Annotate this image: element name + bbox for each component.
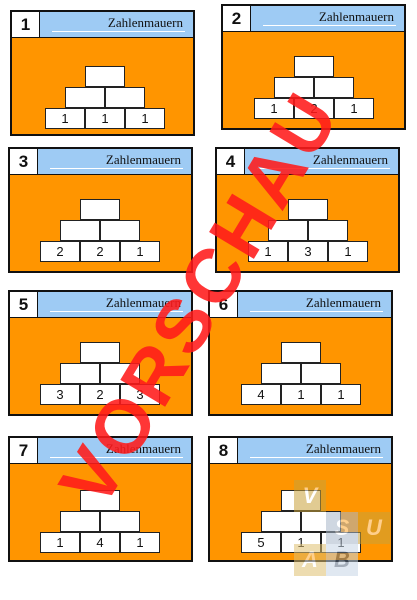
- title-underline: [250, 311, 383, 312]
- wall-base-brick: 3: [288, 241, 328, 262]
- logo-letter-u: U: [358, 512, 390, 544]
- card-number: 3: [10, 149, 38, 174]
- wall-base-brick: 1: [85, 108, 125, 129]
- wall-base-brick: 1: [45, 108, 85, 129]
- wall-top-brick[interactable]: [85, 66, 125, 87]
- wall-base-brick: 2: [80, 384, 120, 405]
- title-underline: [50, 457, 183, 458]
- wall-middle-brick-right[interactable]: [314, 77, 354, 98]
- wall-middle-brick-right[interactable]: [100, 363, 140, 384]
- wall-top-brick[interactable]: [80, 342, 120, 363]
- card-1: 1 Zahlenmauern 1 1 1: [10, 10, 195, 136]
- card-title: Zahlenmauern: [105, 441, 181, 456]
- wall-top-brick[interactable]: [288, 199, 328, 220]
- card-title: Zahlenmauern: [305, 441, 381, 456]
- logo-letter-b: B: [326, 544, 358, 576]
- wall-middle-brick-right[interactable]: [100, 220, 140, 241]
- wall-base-brick: 5: [241, 532, 281, 553]
- title-underline: [257, 168, 390, 169]
- title-underline: [52, 31, 185, 32]
- wall-middle-brick-right[interactable]: [301, 363, 341, 384]
- wall-middle-brick-left[interactable]: [60, 363, 100, 384]
- logo-letter-v: V: [294, 480, 326, 512]
- card-4: 4 Zahlenmauern 1 3 1: [215, 147, 400, 273]
- wall-base-brick: 2: [294, 98, 334, 119]
- number-wall: 2 2 1: [10, 175, 191, 271]
- card-5: 5 Zahlenmauern 3 2 3: [8, 290, 193, 416]
- number-wall: 1 1 1: [12, 38, 193, 134]
- number-wall: 3 2 3: [10, 318, 191, 414]
- card-header: 3 Zahlenmauern: [10, 149, 191, 175]
- wall-middle-brick-left[interactable]: [261, 511, 301, 532]
- card-header: 6 Zahlenmauern: [210, 292, 391, 318]
- wall-base-brick: 1: [248, 241, 288, 262]
- card-title: Zahlenmauern: [105, 152, 181, 167]
- wall-middle-brick-left[interactable]: [261, 363, 301, 384]
- card-header: 2 Zahlenmauern: [223, 6, 404, 32]
- card-title: Zahlenmauern: [318, 9, 394, 24]
- wall-middle-brick-right[interactable]: [105, 87, 145, 108]
- wall-base-brick: 1: [125, 108, 165, 129]
- wall-base-brick: 3: [120, 384, 160, 405]
- wall-middle-brick-left[interactable]: [268, 220, 308, 241]
- card-number: 7: [10, 438, 38, 463]
- wall-middle-brick-left[interactable]: [65, 87, 105, 108]
- card-7: 7 Zahlenmauern 1 4 1: [8, 436, 193, 562]
- card-header: 7 Zahlenmauern: [10, 438, 191, 464]
- vsaub-logo: V S A U B: [294, 480, 390, 576]
- card-title: Zahlenmauern: [107, 15, 183, 30]
- number-wall: 4 1 1: [210, 318, 391, 414]
- wall-top-brick[interactable]: [80, 490, 120, 511]
- logo-letter-a: A: [294, 544, 326, 576]
- wall-middle-brick-left[interactable]: [274, 77, 314, 98]
- title-underline: [250, 457, 383, 458]
- card-number: 8: [210, 438, 238, 463]
- card-title: Zahlenmauern: [105, 295, 181, 310]
- wall-middle-brick-left[interactable]: [60, 511, 100, 532]
- wall-base-brick: 1: [321, 384, 361, 405]
- title-underline: [263, 25, 396, 26]
- card-title: Zahlenmauern: [305, 295, 381, 310]
- number-wall: 1 2 1: [223, 32, 404, 128]
- card-header: 5 Zahlenmauern: [10, 292, 191, 318]
- wall-base-brick: 1: [120, 241, 160, 262]
- title-underline: [50, 168, 183, 169]
- number-wall: 1 4 1: [10, 464, 191, 560]
- card-header: 1 Zahlenmauern: [12, 12, 193, 38]
- wall-base-brick: 3: [40, 384, 80, 405]
- wall-base-brick: 4: [241, 384, 281, 405]
- wall-top-brick[interactable]: [294, 56, 334, 77]
- wall-base-brick: 1: [120, 532, 160, 553]
- card-number: 1: [12, 12, 40, 37]
- wall-top-brick[interactable]: [80, 199, 120, 220]
- card-number: 2: [223, 6, 251, 31]
- card-header: 4 Zahlenmauern: [217, 149, 398, 175]
- wall-middle-brick-right[interactable]: [308, 220, 348, 241]
- wall-base-brick: 1: [254, 98, 294, 119]
- wall-base-brick: 1: [328, 241, 368, 262]
- card-number: 5: [10, 292, 38, 317]
- number-wall: 1 3 1: [217, 175, 398, 271]
- wall-base-brick: 2: [40, 241, 80, 262]
- card-number: 4: [217, 149, 245, 174]
- wall-base-brick: 1: [40, 532, 80, 553]
- wall-middle-brick-right[interactable]: [100, 511, 140, 532]
- card-3: 3 Zahlenmauern 2 2 1: [8, 147, 193, 273]
- wall-base-brick: 1: [281, 384, 321, 405]
- wall-top-brick[interactable]: [281, 342, 321, 363]
- card-6: 6 Zahlenmauern 4 1 1: [208, 290, 393, 416]
- card-2: 2 Zahlenmauern 1 2 1: [221, 4, 406, 130]
- logo-letter-s: S: [326, 512, 358, 544]
- card-header: 8 Zahlenmauern: [210, 438, 391, 464]
- wall-middle-brick-left[interactable]: [60, 220, 100, 241]
- title-underline: [50, 311, 183, 312]
- card-title: Zahlenmauern: [312, 152, 388, 167]
- wall-base-brick: 1: [334, 98, 374, 119]
- wall-base-brick: 2: [80, 241, 120, 262]
- wall-base-brick: 4: [80, 532, 120, 553]
- card-number: 6: [210, 292, 238, 317]
